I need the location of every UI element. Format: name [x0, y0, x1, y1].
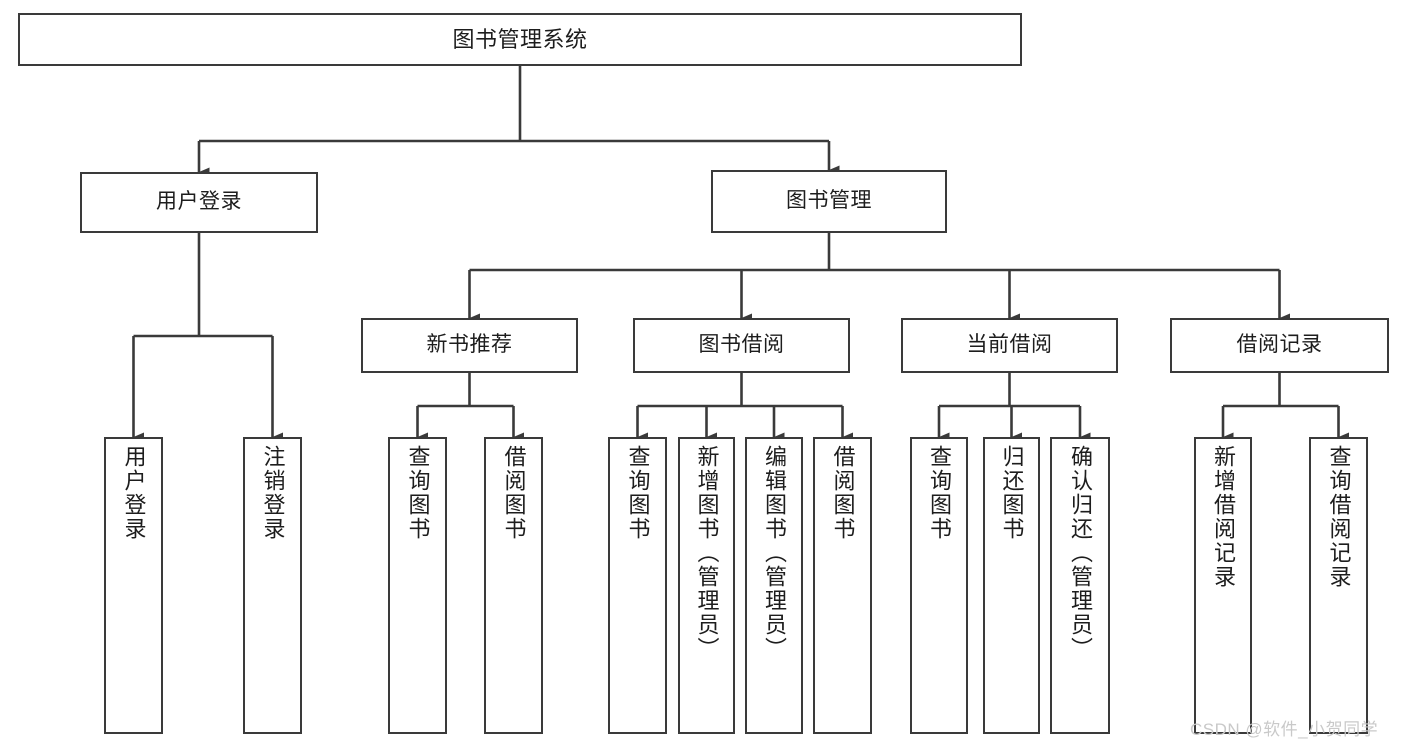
node-leaf-user-login[interactable]: 用户登录 — [104, 437, 163, 734]
node-book-management[interactable]: 图书管理 — [711, 170, 947, 233]
node-leaf-query-book-3[interactable]: 查询图书 — [910, 437, 968, 734]
node-root-label: 图书管理系统 — [452, 26, 588, 52]
node-leaf-user-login-label: 用户登录 — [121, 445, 147, 541]
node-leaf-borrow-book-1[interactable]: 借阅图书 — [484, 437, 543, 734]
node-leaf-edit-book-admin-label: 编辑图书（管理员） — [762, 445, 787, 661]
node-leaf-logout[interactable]: 注销登录 — [243, 437, 302, 734]
node-leaf-add-borrow-record[interactable]: 新增借阅记录 — [1194, 437, 1252, 734]
node-leaf-query-book-1-label: 查询图书 — [405, 445, 431, 541]
node-book-management-label: 图书管理 — [786, 189, 872, 213]
node-leaf-confirm-return-admin[interactable]: 确认归还（管理员） — [1050, 437, 1110, 734]
node-leaf-query-borrow-record-label: 查询借阅记录 — [1326, 445, 1352, 589]
node-current-borrow-label: 当前借阅 — [966, 333, 1053, 357]
node-leaf-add-borrow-record-label: 新增借阅记录 — [1211, 445, 1236, 589]
node-user-login-label: 用户登录 — [156, 190, 242, 214]
node-borrow-record-label: 借阅记录 — [1236, 333, 1323, 357]
node-root[interactable]: 图书管理系统 — [18, 13, 1022, 66]
node-borrow-record[interactable]: 借阅记录 — [1170, 318, 1389, 373]
node-new-book-recommend-label: 新书推荐 — [426, 333, 513, 357]
node-leaf-logout-label: 注销登录 — [260, 445, 286, 541]
node-leaf-borrow-book-2-label: 借阅图书 — [830, 445, 856, 541]
node-current-borrow[interactable]: 当前借阅 — [901, 318, 1118, 373]
node-book-borrow-label: 图书借阅 — [698, 333, 785, 357]
node-user-login[interactable]: 用户登录 — [80, 172, 318, 233]
node-leaf-query-book-3-label: 查询图书 — [927, 445, 952, 541]
node-new-book-recommend[interactable]: 新书推荐 — [361, 318, 578, 373]
watermark: CSDN @软件_小贺同学 — [1190, 720, 1379, 739]
node-book-borrow[interactable]: 图书借阅 — [633, 318, 850, 373]
node-leaf-query-borrow-record[interactable]: 查询借阅记录 — [1309, 437, 1368, 734]
node-leaf-query-book-2-label: 查询图书 — [625, 445, 651, 541]
node-leaf-confirm-return-admin-label: 确认归还（管理员） — [1068, 445, 1093, 661]
node-leaf-edit-book-admin[interactable]: 编辑图书（管理员） — [745, 437, 803, 734]
node-leaf-return-book-label: 归还图书 — [999, 445, 1025, 541]
node-leaf-query-book-2[interactable]: 查询图书 — [608, 437, 667, 734]
node-leaf-return-book[interactable]: 归还图书 — [983, 437, 1040, 734]
node-leaf-query-book-1[interactable]: 查询图书 — [388, 437, 447, 734]
node-leaf-add-book-admin[interactable]: 新增图书（管理员） — [678, 437, 735, 734]
node-leaf-borrow-book-2[interactable]: 借阅图书 — [813, 437, 872, 734]
node-leaf-borrow-book-1-label: 借阅图书 — [501, 445, 527, 541]
node-leaf-add-book-admin-label: 新增图书（管理员） — [694, 445, 720, 661]
